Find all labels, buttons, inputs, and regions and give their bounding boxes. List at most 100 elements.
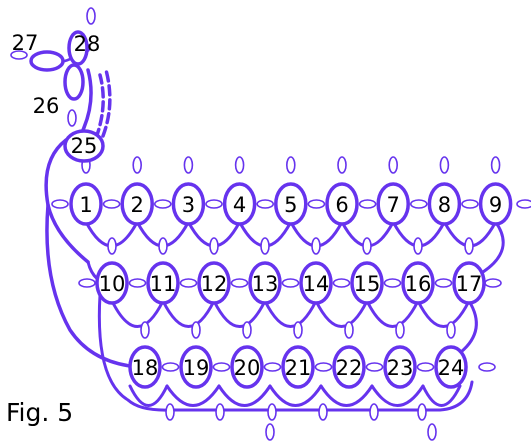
picot — [464, 237, 474, 255]
picot — [427, 423, 437, 441]
picot — [102, 199, 121, 209]
picot — [191, 321, 201, 339]
ring-label: 19 — [183, 356, 210, 380]
chain-arc — [128, 384, 169, 407]
ring-label: 6 — [335, 193, 348, 217]
picot — [205, 199, 223, 209]
ring — [179, 345, 213, 389]
picot — [516, 199, 531, 209]
picot — [263, 362, 282, 372]
ring-label: 3 — [182, 193, 195, 217]
picot — [154, 199, 172, 209]
picot — [314, 362, 333, 372]
picot — [484, 278, 502, 288]
picot — [332, 278, 351, 288]
chain-arc — [161, 299, 216, 328]
picot — [365, 362, 384, 372]
picot — [67, 109, 77, 127]
ring — [120, 182, 154, 226]
picot — [293, 321, 303, 339]
ring-label: 8 — [438, 193, 451, 217]
bottom-chain — [97, 293, 474, 412]
neck-chain-dashed — [101, 68, 112, 138]
picot — [446, 321, 456, 339]
ring — [383, 345, 417, 389]
ring — [332, 345, 366, 389]
ring-label: 12 — [201, 272, 228, 296]
picot — [362, 237, 372, 255]
ring — [128, 345, 162, 389]
ring-label: 21 — [285, 356, 312, 380]
picot — [358, 199, 377, 209]
picot — [209, 237, 219, 255]
ring — [281, 345, 315, 389]
picot — [281, 278, 300, 288]
ring-25 — [63, 129, 105, 163]
ring-label: 2 — [131, 193, 144, 217]
chain-arc — [459, 299, 478, 354]
picot — [439, 156, 450, 174]
ring-28 — [67, 30, 89, 66]
picot — [409, 199, 428, 209]
picot — [434, 278, 453, 288]
neck-chain-dashed — [94, 73, 105, 140]
ring — [248, 261, 282, 305]
ring-26 — [63, 63, 85, 101]
ring — [452, 261, 486, 305]
ring-label: 7 — [387, 193, 400, 217]
ring — [222, 182, 257, 226]
picot-left — [10, 50, 28, 60]
chain-arc — [416, 299, 471, 328]
ring — [401, 261, 435, 305]
ring-label: 14 — [303, 272, 330, 296]
ring-label: 24 — [438, 356, 465, 380]
ring — [171, 182, 206, 226]
ring-label: 10 — [99, 272, 126, 296]
chain-arc — [110, 299, 165, 328]
picot — [416, 362, 435, 372]
picot — [161, 362, 180, 372]
chain-arc — [217, 384, 272, 407]
ring-label: 15 — [354, 272, 381, 296]
ring-label: 22 — [336, 356, 363, 380]
picot — [260, 237, 270, 255]
ring — [146, 261, 180, 305]
ring — [197, 261, 231, 305]
picot — [183, 156, 194, 174]
chain-arc — [421, 384, 462, 407]
ring-label: 17 — [456, 272, 483, 296]
left-chain — [45, 203, 132, 368]
picot — [215, 403, 225, 421]
ring-label: 27 — [12, 31, 39, 55]
picot — [311, 237, 321, 255]
picot — [388, 156, 399, 174]
picot — [417, 403, 427, 421]
picot — [107, 237, 117, 255]
picot — [344, 321, 354, 339]
ring-27 — [29, 50, 65, 72]
figure-caption: Fig. 5 — [6, 398, 74, 427]
picot — [490, 156, 501, 174]
ring-label: 26 — [33, 94, 60, 118]
picot — [265, 423, 275, 441]
ring — [299, 261, 333, 305]
ring-label: 23 — [387, 356, 414, 380]
picot — [78, 278, 96, 288]
picot — [230, 278, 249, 288]
ring-label: 11 — [150, 272, 177, 296]
ring-label: 5 — [284, 193, 297, 217]
ring-label: 28 — [74, 32, 101, 56]
picot — [267, 403, 277, 421]
ring — [376, 182, 410, 226]
ring — [325, 182, 359, 226]
picot — [461, 199, 479, 209]
picot — [337, 156, 347, 174]
picot — [307, 199, 326, 209]
chain-arc — [370, 384, 425, 407]
chain-arc — [263, 299, 318, 328]
picot — [140, 321, 150, 339]
ring — [95, 261, 129, 305]
ring-label: 13 — [252, 272, 279, 296]
